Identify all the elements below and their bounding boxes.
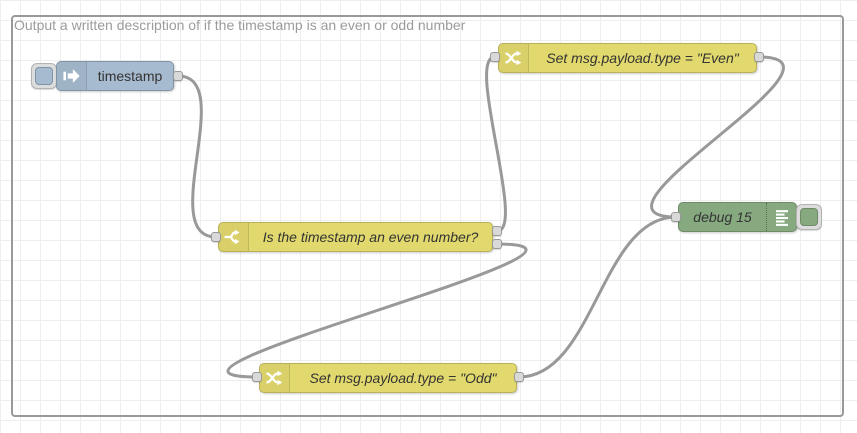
port-inject-output[interactable] <box>173 71 183 81</box>
wire-switch-to-change-even[interactable] <box>485 55 507 233</box>
wire-change-even-to-debug[interactable] <box>650 55 785 219</box>
node-change-set-even[interactable]: Set msg.payload.type = "Even" <box>498 43 757 73</box>
port-switch-output-2[interactable] <box>492 239 502 249</box>
wire-inject-to-switch[interactable] <box>177 74 217 239</box>
node-inject-timestamp[interactable]: timestamp <box>56 61 174 91</box>
port-debug-input[interactable] <box>671 212 681 222</box>
change-shuffle-icon <box>499 44 529 72</box>
group-outline[interactable] <box>11 15 844 417</box>
node-label: Set msg.payload.type = "Even" <box>546 50 739 66</box>
debug-toggle-button[interactable] <box>796 204 822 230</box>
node-change-set-odd[interactable]: Set msg.payload.type = "Odd" <box>259 363 517 393</box>
group-label: Output a written description of if the t… <box>14 17 466 33</box>
port-change-odd-input[interactable] <box>252 372 262 382</box>
node-label: debug 15 <box>693 209 752 225</box>
node-label: timestamp <box>97 68 163 84</box>
port-switch-input[interactable] <box>211 232 221 242</box>
inject-arrow-icon <box>57 62 87 90</box>
debug-list-icon <box>766 203 796 231</box>
wire-change-odd-to-debug[interactable] <box>518 215 677 379</box>
node-switch-even-check[interactable]: Is the timestamp an even number? <box>218 222 493 252</box>
change-shuffle-icon <box>260 364 290 392</box>
debug-toggle-button-inner <box>800 208 818 226</box>
switch-fork-icon <box>219 223 249 251</box>
port-change-even-output[interactable] <box>754 52 764 62</box>
inject-run-button-inner <box>35 67 53 85</box>
port-change-odd-output[interactable] <box>514 372 524 382</box>
port-switch-output-1[interactable] <box>492 226 502 236</box>
port-change-even-input[interactable] <box>490 52 500 62</box>
node-label: Is the timestamp an even number? <box>262 229 479 245</box>
node-label: Set msg.payload.type = "Odd" <box>309 370 497 386</box>
node-debug-15[interactable]: debug 15 <box>678 202 797 232</box>
inject-run-button[interactable] <box>31 63 57 89</box>
wire-switch-to-change-odd[interactable] <box>226 242 528 379</box>
